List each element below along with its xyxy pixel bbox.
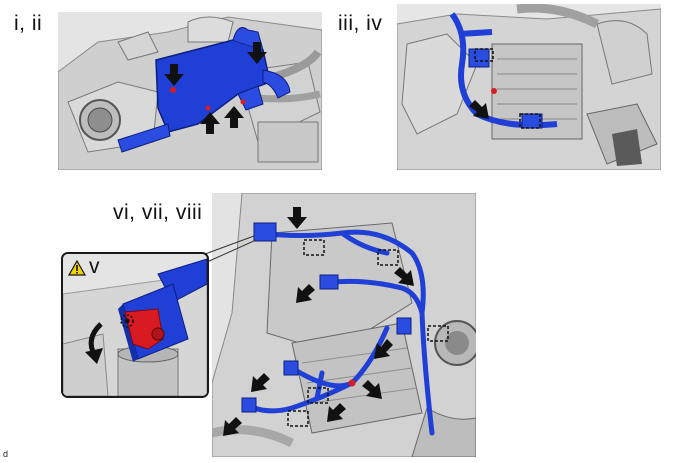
- figure-code: d: [3, 449, 9, 459]
- panel-label-top-right: iii, iv: [338, 12, 383, 35]
- callout-illustration: [63, 254, 207, 396]
- panel-top-left: [58, 12, 322, 170]
- engine-illustration-bottom: [212, 193, 476, 457]
- panel-label-top-left: i, ii: [14, 12, 43, 35]
- engine-illustration-top-left: [58, 12, 322, 170]
- callout-label: v: [89, 255, 100, 278]
- engine-illustration-top-right: [397, 4, 661, 170]
- panel-bottom: [212, 193, 476, 457]
- callout-detail-v: v: [61, 252, 209, 398]
- panel-label-bottom: vi, vii, viii: [113, 201, 203, 224]
- panel-top-right: [397, 4, 661, 170]
